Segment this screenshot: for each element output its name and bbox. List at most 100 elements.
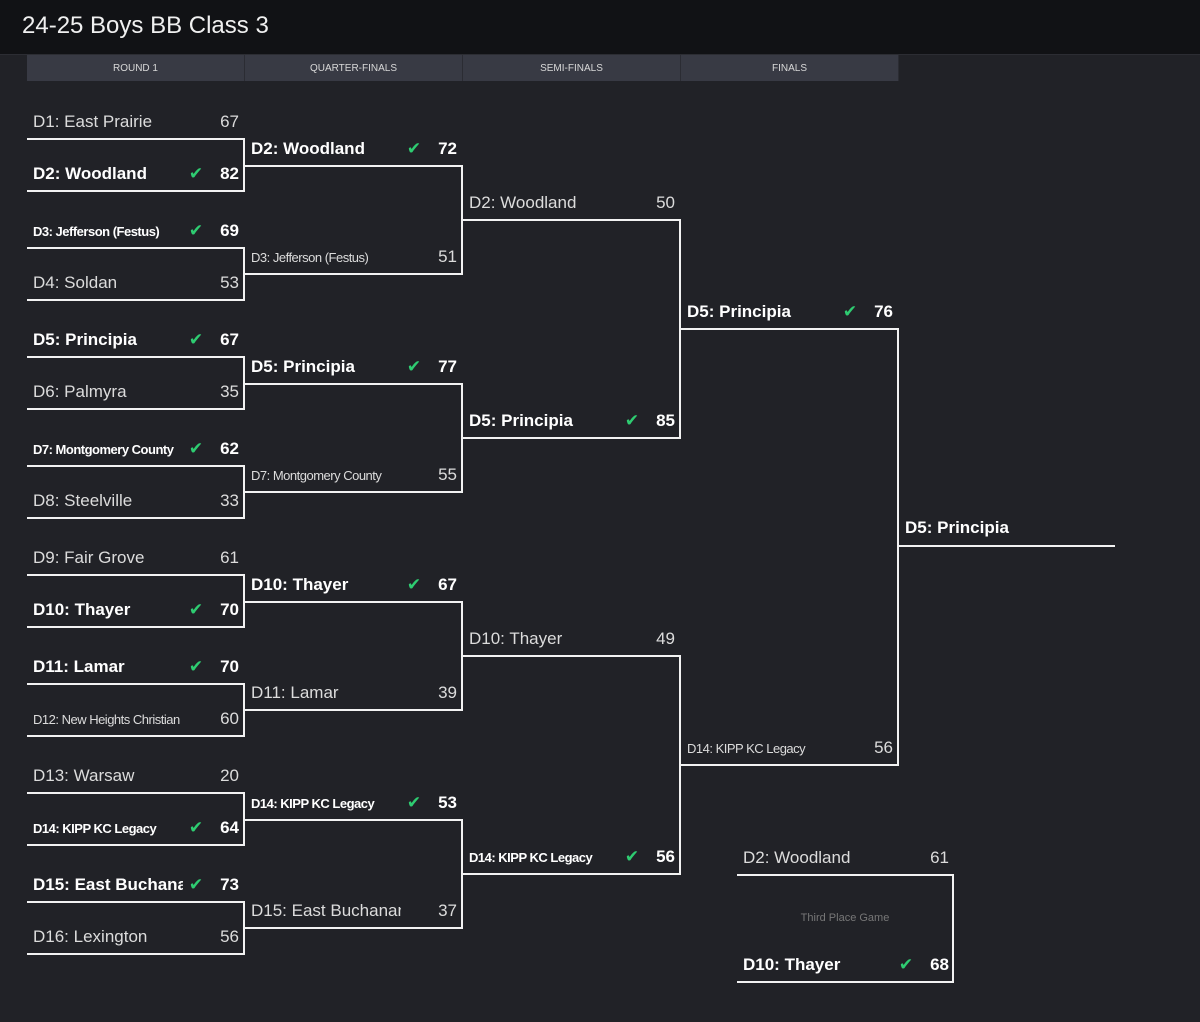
team-score: 73 — [220, 875, 239, 894]
team-name: D4: Soldan — [33, 273, 118, 292]
round-header-3[interactable]: SEMI-FINALS — [463, 55, 681, 81]
team-row[interactable]: D3: Jefferson (Festus) ✔ 69 — [27, 218, 239, 244]
check-icon: ✔ — [406, 357, 422, 376]
check-icon: ✔ — [188, 221, 204, 240]
team-row[interactable]: D15: East Buchanan 37 — [245, 898, 457, 924]
team-score: 53 — [220, 273, 239, 292]
match-connector — [463, 219, 681, 439]
team-name: D3: Jefferson (Festus) — [33, 223, 160, 239]
team-name: D14: KIPP KC Legacy — [469, 849, 593, 865]
team-score: 56 — [656, 847, 675, 866]
match-connector — [245, 165, 463, 275]
team-name: D3: Jefferson (Festus) — [251, 249, 369, 265]
team-score: 56 — [220, 927, 239, 946]
check-icon: ✔ — [188, 875, 204, 894]
team-row[interactable]: D14: KIPP KC Legacy ✔ 56 — [463, 844, 675, 870]
team-row[interactable]: D11: Lamar✔70 — [27, 654, 239, 680]
team-row[interactable]: D14: KIPP KC Legacy✔53 — [245, 790, 457, 816]
team-score: 53 — [438, 793, 457, 812]
team-score: 70 — [220, 600, 239, 619]
match-connector — [463, 655, 681, 875]
team-score: 61 — [220, 548, 239, 567]
team-score: 70 — [220, 657, 239, 676]
team-name: D5: Principia — [469, 411, 573, 430]
round-header-2[interactable]: QUARTER-FINALS — [245, 55, 463, 81]
team-row[interactable]: D15: East Buchanan✔73 — [27, 872, 239, 898]
champion-line — [899, 545, 1115, 547]
match-connector — [245, 601, 463, 711]
team-name: D5: Principia — [33, 330, 137, 349]
round-header-4[interactable]: FINALS — [681, 55, 899, 81]
team-row[interactable]: D10: Thayer✔67 — [245, 572, 457, 598]
team-row[interactable]: D14: KIPP KC Legacy ✔ 64 — [27, 815, 239, 841]
team-name: D15: East Buchanan — [251, 901, 401, 920]
team-row[interactable]: D9: Fair Grove 61 — [27, 545, 239, 571]
team-score: 49 — [656, 629, 675, 648]
team-row[interactable]: D12: New Heights Christian 60 — [27, 706, 239, 732]
team-score: 85 — [656, 411, 675, 430]
team-score: 35 — [220, 382, 239, 401]
team-name: D2: Woodland — [743, 848, 851, 867]
team-row[interactable]: D5: Principia✔76 — [681, 299, 893, 325]
team-row[interactable]: D7: Montgomery County✔62 — [27, 436, 239, 462]
team-row[interactable]: D4: Soldan 53 — [27, 270, 239, 296]
title-bar: 24-25 Boys BB Class 3 — [0, 0, 1200, 55]
team-name: D2: Woodland — [251, 139, 365, 158]
match-connector — [27, 247, 245, 301]
team-name: D7: Montgomery County — [33, 441, 174, 457]
check-icon: ✔ — [188, 164, 204, 183]
team-row[interactable]: D10: Thayer✔70 — [27, 597, 239, 623]
match-connector — [27, 792, 245, 846]
team-score: 61 — [930, 848, 949, 867]
check-icon: ✔ — [406, 139, 422, 158]
check-icon: ✔ — [624, 847, 640, 866]
team-score: 55 — [438, 465, 457, 484]
check-icon: ✔ — [188, 818, 204, 837]
team-row[interactable]: D2: Woodland✔82 — [27, 161, 239, 187]
team-name: D11: Lamar — [251, 683, 339, 702]
team-name: D12: New Heights Christian — [33, 711, 180, 727]
match-connector — [27, 465, 245, 519]
team-name: D10: Thayer — [33, 600, 131, 619]
check-icon: ✔ — [406, 793, 422, 812]
check-icon: ✔ — [842, 302, 858, 321]
team-row[interactable]: D5: Principia✔77 — [245, 354, 457, 380]
team-score: 67 — [438, 575, 457, 594]
team-score: 60 — [220, 709, 239, 728]
team-name: D13: Warsaw — [33, 766, 135, 785]
team-row[interactable]: D5: Principia✔67 — [27, 327, 239, 353]
team-name: D10: Thayer — [743, 955, 841, 974]
team-score: 69 — [220, 221, 239, 240]
team-score: 20 — [220, 766, 239, 785]
match-connector — [27, 901, 245, 955]
team-name: D9: Fair Grove — [33, 548, 145, 567]
match-connector — [681, 328, 899, 766]
match-connector — [245, 383, 463, 493]
team-score: 37 — [438, 901, 457, 920]
match-connector — [737, 874, 954, 983]
team-score: 50 — [656, 193, 675, 212]
team-row[interactable]: D2: Woodland 61 — [737, 845, 949, 871]
team-score: 82 — [220, 164, 239, 183]
team-row[interactable]: D13: Warsaw 20 — [27, 763, 239, 789]
team-row[interactable]: D10: Thayer✔68 — [737, 952, 949, 978]
team-name: D5: Principia — [251, 357, 355, 376]
round-header-1[interactable]: ROUND 1 — [27, 55, 245, 81]
team-row[interactable]: D2: Woodland✔72 — [245, 136, 457, 162]
team-row[interactable]: D5: Principia✔85 — [463, 408, 675, 434]
champion[interactable]: D5: Principia — [899, 515, 1111, 541]
team-name: D5: Principia — [687, 302, 791, 321]
team-row[interactable]: D3: Jefferson (Festus)51 — [245, 244, 457, 270]
check-icon: ✔ — [188, 657, 204, 676]
team-score: 64 — [220, 818, 239, 837]
team-name: D14: KIPP KC Legacy — [33, 820, 157, 836]
